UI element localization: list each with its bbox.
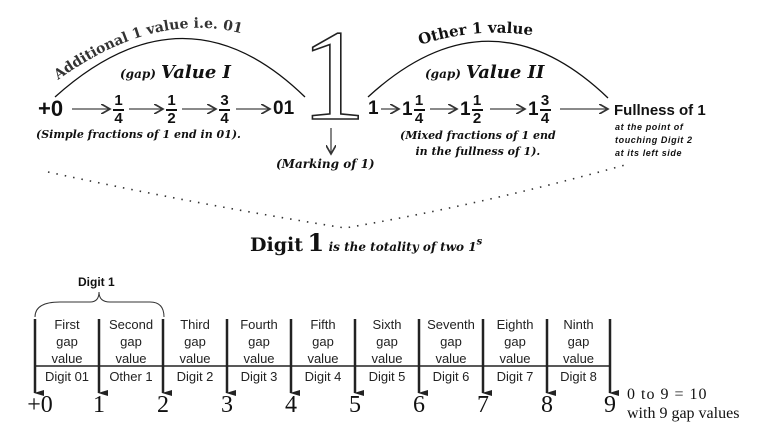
value-i-label: (gap) Value I [120,62,231,83]
gap-digit-label: Digit 3 [240,369,278,384]
number-label: 5 [349,392,361,418]
gap-digit-label: Other 1 [109,369,153,384]
gap-digit-label: Digit 2 [176,369,214,384]
totality-statement: Digit 1 is the totality of two 1s [250,228,483,257]
number-label: 1 [93,392,105,418]
number-label: 2 [157,392,169,418]
gap-digit-label: Digit 4 [304,369,342,384]
marking-note: (Marking of 1) [276,157,375,171]
number-label: 9 [604,392,616,418]
value-ii-label: (gap) Value II [425,62,545,83]
number-label: +0 [27,392,53,418]
number-label: 7 [477,392,489,418]
start-one: 1 [368,98,379,119]
end-01: 01 [273,98,295,119]
number-label: 6 [413,392,425,418]
gap-digit-label: Digit 7 [496,369,534,384]
gap-digit-label: Digit 5 [368,369,406,384]
number-label: 4 [285,392,297,418]
digit1-brace-label: Digit 1 [78,275,115,289]
simple-fractions-note: (Simple fractions of 1 end in 01). [36,128,241,141]
start-zero: +0 [38,96,64,121]
gap-digit-label: Digit 6 [432,369,470,384]
fullness-label: Fullness of 1 [614,102,706,119]
gap-digit-label: Digit 8 [560,369,597,384]
big-one: 1 [300,4,367,148]
gap-digit-label: Digit 01 [44,369,90,384]
digit1-brace [34,291,165,318]
dotted-brace [47,164,626,229]
flow-arrows [72,109,608,154]
number-label: 8 [541,392,553,418]
number-label: 3 [221,392,233,418]
